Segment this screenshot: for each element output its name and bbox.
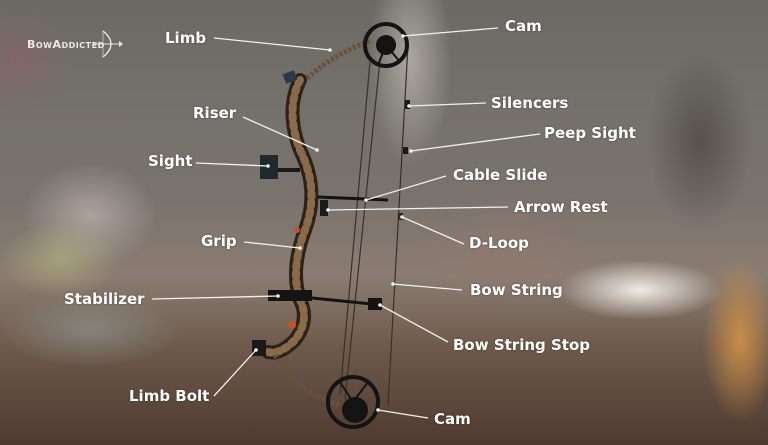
leader-line-bow-string-stop bbox=[379, 304, 449, 343]
label-bow-string: Bow String bbox=[470, 281, 563, 299]
top-accessory-block bbox=[282, 70, 298, 84]
leader-line-arrow-rest bbox=[327, 206, 509, 211]
leader-dot-silencers bbox=[407, 104, 411, 108]
label-riser: Riser bbox=[193, 104, 237, 122]
lower-limb bbox=[272, 353, 341, 408]
top-cam bbox=[363, 22, 409, 68]
bow-strings bbox=[339, 44, 409, 406]
label-cam-bottom: Cam bbox=[434, 410, 471, 428]
leader-line-cable-slide bbox=[365, 175, 447, 201]
limb-bolt bbox=[252, 340, 266, 356]
leader-dot-bow-string bbox=[391, 282, 395, 286]
leader-dot-arrow-rest bbox=[326, 208, 330, 212]
label-d-loop: D-Loop bbox=[469, 234, 529, 252]
leader-line-stabilizer bbox=[151, 295, 279, 300]
leader-line-d-loop bbox=[401, 216, 465, 245]
label-arrow-rest: Arrow Rest bbox=[514, 198, 608, 216]
leader-lines bbox=[151, 27, 541, 419]
label-stabilizer: Stabilizer bbox=[64, 290, 145, 308]
logo-text: BowAddicted bbox=[27, 37, 105, 51]
label-peep-sight: Peep Sight bbox=[544, 124, 636, 142]
leader-dot-d-loop bbox=[400, 215, 404, 219]
leader-dot-cam-top bbox=[401, 34, 405, 38]
label-limb-bolt: Limb Bolt bbox=[129, 387, 210, 405]
leader-line-cam-top bbox=[402, 27, 499, 37]
bottom-cam bbox=[326, 375, 380, 429]
leader-line-peep-sight bbox=[410, 133, 541, 152]
leader-line-riser bbox=[242, 116, 318, 151]
leader-dot-riser bbox=[315, 148, 319, 152]
label-sight: Sight bbox=[148, 152, 193, 170]
leader-dot-bow-string-stop bbox=[378, 303, 382, 307]
sight bbox=[260, 155, 300, 179]
leader-dot-cable-slide bbox=[364, 198, 368, 202]
leader-dot-limb-bolt bbox=[254, 348, 258, 352]
leader-line-cam-bottom bbox=[377, 409, 429, 419]
leader-dot-grip bbox=[298, 246, 302, 250]
leader-dot-sight bbox=[266, 164, 270, 168]
label-limb: Limb bbox=[165, 29, 207, 47]
leader-line-silencers bbox=[408, 102, 487, 107]
arrow-rest bbox=[320, 200, 328, 216]
cable-rod bbox=[317, 195, 389, 202]
leader-line-sight bbox=[195, 162, 269, 167]
stabilizer bbox=[268, 290, 312, 301]
peep-sight bbox=[403, 147, 408, 154]
silencer bbox=[405, 100, 410, 109]
leader-dot-cam-bottom bbox=[376, 408, 380, 412]
leader-dot-stabilizer bbox=[276, 294, 280, 298]
leader-dot-limb bbox=[328, 48, 332, 52]
brand-logo: BowAddicted bbox=[27, 30, 129, 58]
label-bow-string-stop: Bow String Stop bbox=[453, 336, 590, 354]
label-grip: Grip bbox=[201, 232, 237, 250]
leader-line-bow-string bbox=[392, 283, 463, 291]
leader-line-limb bbox=[213, 37, 331, 51]
label-cam-top: Cam bbox=[505, 17, 542, 35]
leader-line-grip bbox=[243, 241, 301, 249]
leader-dot-peep-sight bbox=[409, 149, 413, 153]
upper-limb bbox=[298, 37, 373, 87]
leader-line-limb-bolt bbox=[213, 349, 257, 397]
bow-and-arrow-icon bbox=[92, 30, 123, 58]
label-silencers: Silencers bbox=[491, 94, 569, 112]
label-cable-slide: Cable Slide bbox=[453, 166, 548, 184]
